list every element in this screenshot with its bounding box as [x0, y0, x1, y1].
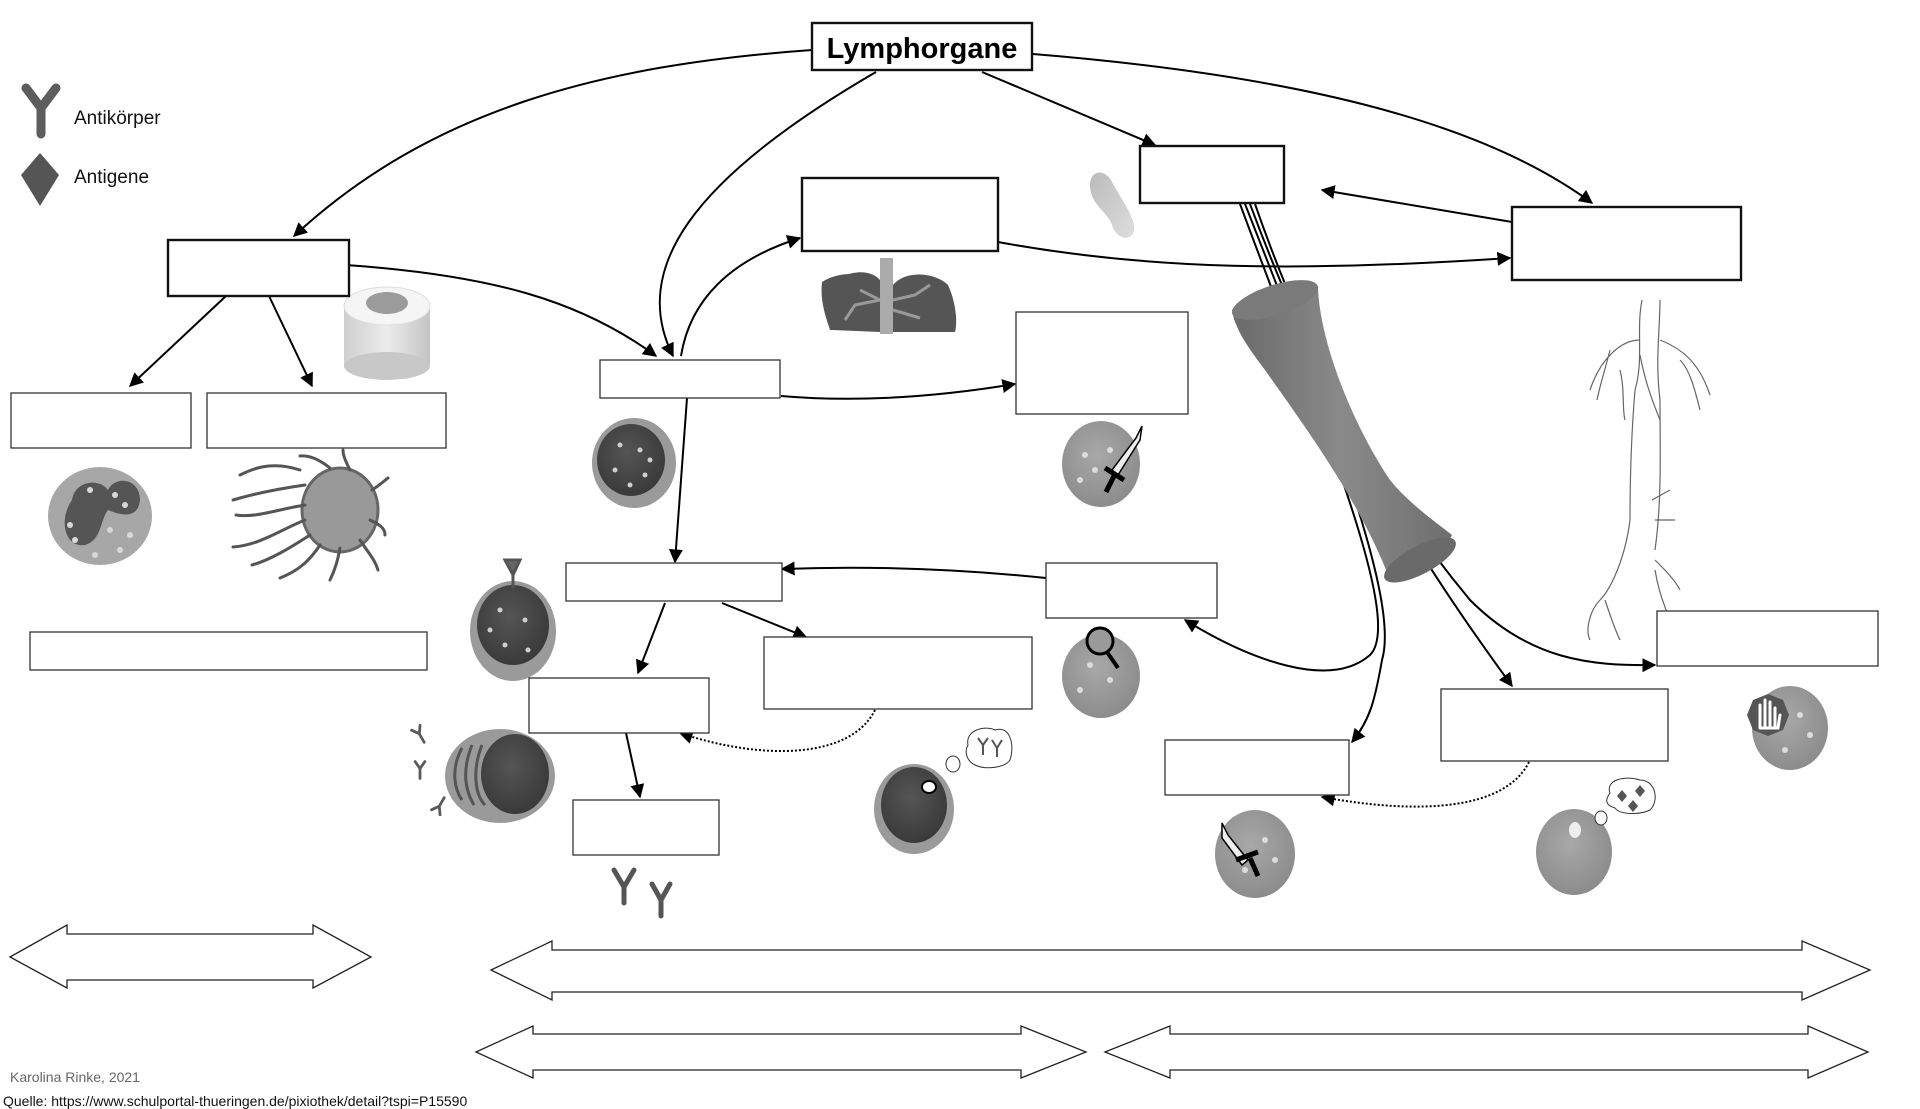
lymph-vessel-tree-icon	[1587, 299, 1711, 641]
dotted-arrow-memory-b-to-plasma	[678, 709, 876, 753]
antibody-box[interactable]	[572, 799, 720, 856]
natural-killer-cell-icon	[1062, 421, 1143, 507]
arrow-b-cell-to-memory-b-cell	[721, 602, 808, 639]
granulocyte-box[interactable]	[10, 392, 192, 449]
b-cell-box[interactable]	[565, 562, 783, 602]
lymphocyte-box[interactable]	[599, 359, 781, 399]
arrow-spleen-to-memory-t	[1249, 203, 1513, 688]
title-box: Lymphorgane	[810, 21, 1034, 72]
b-cell-icon	[470, 558, 556, 681]
arrow-lymph-nodes-to-spleen	[1320, 185, 1513, 223]
arrow-lymphorgane-to-lymphocytes	[658, 71, 877, 358]
range-arrow-specific[interactable]	[489, 939, 1872, 1002]
sword-icon	[1221, 822, 1261, 878]
memory-b-cell-box[interactable]	[763, 636, 1033, 710]
t-killer-box[interactable]	[1164, 739, 1350, 796]
spleen-box[interactable]	[1138, 144, 1286, 205]
arrow-thymus-to-lymph-nodes	[997, 241, 1512, 268]
macrophage-cell-icon	[231, 448, 390, 582]
arrow-lymphocytes-to-killer-cells	[780, 379, 1017, 400]
arrow-bone-marrow-to-lymphocytes	[345, 264, 658, 357]
arrow-t-helper-to-b-cell	[780, 561, 1047, 579]
arrow-b-cell-to-plasma-cell	[636, 602, 666, 675]
killer-cell-box[interactable]	[1015, 311, 1189, 415]
range-arrow-humoral[interactable]	[474, 1024, 1088, 1080]
arrow-bone-marrow-to-granulocyte	[128, 295, 227, 387]
bone-marrow-cylinder-icon	[343, 286, 431, 380]
lungs-thymus-icon	[821, 258, 957, 334]
memory-t-cell-box[interactable]	[1440, 688, 1669, 762]
t-helper-cell-icon	[1062, 626, 1140, 718]
arrow-lymphorgane-to-lymph-nodes	[1032, 53, 1594, 204]
lymph-nodes-box[interactable]	[1510, 205, 1743, 282]
magnifier-icon	[1085, 626, 1120, 670]
arrow-lymphocytes-to-b-cells	[668, 397, 688, 564]
legend-label-antigen: Antigene	[74, 167, 149, 188]
memory-t-cell-icon	[1536, 777, 1656, 895]
antibodies-icon	[611, 867, 673, 919]
plasma-cell-box[interactable]	[528, 677, 710, 734]
macrophage-box[interactable]	[206, 392, 447, 449]
sword-icon	[1103, 425, 1143, 494]
arrow-lymphocytes-to-thymus	[680, 235, 802, 357]
arrow-plasma-cell-to-antibodies	[625, 732, 645, 799]
legend-label-antibody: Antikörper	[74, 108, 161, 129]
author-credit: Karolina Rinke, 2021	[10, 1069, 140, 1085]
bone-marrow-box[interactable]	[166, 238, 351, 298]
memory-b-cell-icon	[874, 727, 1013, 854]
arrow-lymphorgane-to-spleen	[981, 71, 1157, 147]
arrow-lymphorgane-to-bone-marrow	[292, 49, 813, 237]
t-killer-cell-icon	[1215, 810, 1295, 898]
t-suppressor-cell-icon	[1747, 686, 1828, 770]
plasma-cell-icon	[410, 723, 555, 823]
illustrations	[48, 172, 1828, 919]
range-arrows[interactable]	[8, 923, 1872, 1080]
t-helper-box[interactable]	[1045, 562, 1218, 619]
antigen-icon	[21, 153, 59, 206]
antibody-icon	[21, 83, 61, 139]
spleen-icon	[1090, 172, 1135, 238]
t-suppressor-box[interactable]	[1656, 610, 1879, 667]
dotted-arrow-memory-t-to-t-killer	[1320, 761, 1530, 808]
range-arrow-cellular[interactable]	[1103, 1025, 1870, 1079]
source-credit: Quelle: https://www.schulportal-thuering…	[3, 1093, 468, 1109]
lymphocyte-cell-icon	[592, 418, 676, 508]
innate-defense-box[interactable]	[29, 631, 428, 671]
answer-boxes[interactable]	[10, 144, 1879, 856]
bone-icon	[1231, 280, 1456, 583]
thymus-box[interactable]	[800, 176, 1000, 253]
stop-hand-icon	[1747, 694, 1789, 736]
granulocyte-cell-icon	[48, 467, 152, 565]
diagram-title: Lymphorgane	[827, 33, 1018, 65]
arrow-bone-marrow-to-macrophage	[268, 295, 313, 388]
range-arrow-unspecific[interactable]	[8, 923, 373, 990]
legend: Antikörper Antigene	[21, 83, 161, 206]
